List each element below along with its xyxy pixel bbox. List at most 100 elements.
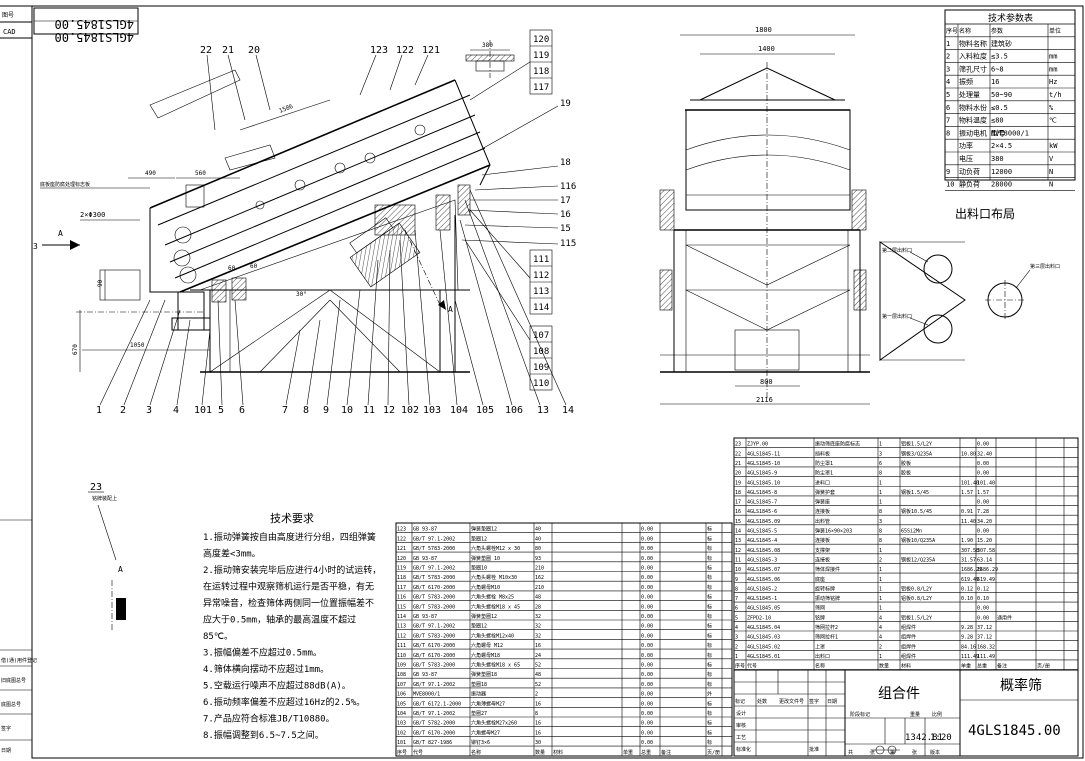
- dim-60a: 60: [228, 265, 236, 272]
- bom-header: 备注: [997, 663, 1007, 670]
- bom-header: 代号: [413, 749, 423, 756]
- bom-cell: 0.00: [977, 471, 989, 477]
- bom-cell: 弹簧护套: [815, 489, 835, 496]
- tech-req-line: 2.振动筛安装完毕后应进行4小时的试运转，: [203, 564, 381, 576]
- bom-cell: 钢板10/Q235A: [901, 537, 935, 544]
- bom-cell: 101.40: [977, 480, 995, 486]
- tech-params-cell: 3: [946, 65, 950, 73]
- bom-cell: 21: [735, 461, 741, 467]
- bom-cell: 六角头螺栓M12 x 30: [471, 545, 520, 552]
- bom-cell: 铆钉3×6: [471, 739, 490, 746]
- callout-r-114: 114: [533, 303, 549, 313]
- bom-cell: GB/T 5783-2000: [413, 595, 455, 601]
- bom-cell: 17: [735, 500, 741, 506]
- bom-cell: 0.00: [641, 643, 653, 649]
- tb-label-scale: 比例: [932, 711, 942, 718]
- bom-cell: 0.00: [641, 546, 653, 552]
- tech-requirements: 技术要求 1.振动弹簧按自由高度进行分组，四组弹簧高度差<3mm。2.振动筛安装…: [203, 512, 381, 741]
- bom-cell: 0.00: [641, 595, 653, 601]
- bom-cell: 出料管: [815, 518, 830, 525]
- bom-cell: 标: [707, 652, 712, 659]
- bom-cell: 16: [535, 643, 541, 649]
- tb-label-count: 处数: [757, 698, 767, 705]
- bom-cell: 123: [397, 527, 406, 533]
- detail-23-number: 23: [90, 482, 102, 493]
- bom-cell: 振动器: [471, 691, 486, 698]
- tech-req-line: 异常噪音，检查筛体两侧同一位置振幅差不: [203, 597, 374, 609]
- tech-params-cell: 8: [946, 129, 950, 137]
- bom-cell: 5: [735, 615, 738, 621]
- outlet-label-2: 第二层出料口: [882, 247, 912, 254]
- bom-cell: 振动筛底座防腐标志: [815, 441, 860, 448]
- bom-cell: 9: [735, 577, 738, 583]
- bom-cell: 六角头螺栓M27x260: [471, 720, 517, 727]
- tech-params-cell: 1: [946, 40, 950, 48]
- bom-cell: 7.28: [977, 509, 989, 515]
- left-strip-cell-5: 日期: [1, 748, 11, 754]
- bom-cell: 筛网拉杆2: [815, 624, 838, 631]
- frame-cell-drawing-no: 图号: [2, 12, 14, 19]
- bom-cell: 52: [535, 682, 541, 688]
- tech-params-header: 单位: [1049, 27, 1061, 35]
- bom-cell: 1: [879, 654, 882, 660]
- bom-cell: 4: [879, 625, 882, 631]
- bom-cell: 122: [397, 536, 406, 542]
- bom-cell: 8: [535, 711, 538, 717]
- tech-req-line: 应大于0.5mm，轴承的最高温度不超过: [203, 614, 356, 626]
- callout-t-22: 22: [200, 45, 212, 56]
- tech-params-cell: V: [1049, 155, 1054, 163]
- callout-b-8: 8: [303, 405, 309, 416]
- bom-cell: 标: [707, 574, 712, 581]
- dim-560: 560: [195, 170, 206, 177]
- bom-cell: 118: [397, 575, 406, 581]
- bom-cell: 16: [535, 701, 541, 707]
- bom-cell: 铝板0.8/L2Y: [901, 595, 932, 602]
- bom-cell: 6: [735, 606, 738, 612]
- bom-cell: 4GLS1845-2: [747, 586, 777, 592]
- bom-cell: 钢板10.5/45: [901, 508, 932, 515]
- bom-cell: 0.00: [641, 614, 653, 620]
- bom-cell: 4GLS1845.10: [747, 480, 780, 486]
- bom-cell: 六角螺母M10: [471, 584, 500, 591]
- bom-cell: GB 93-87: [413, 527, 437, 533]
- bom-cell: 28: [535, 604, 541, 610]
- callout-s-15: 15: [560, 224, 571, 234]
- bom-cell: 40: [535, 527, 541, 533]
- bom-cell: 铝板0.8/L2Y: [901, 585, 932, 592]
- bom-header: 页/册: [1037, 664, 1050, 670]
- bom-cell: 垫圈12: [471, 535, 487, 542]
- bom-cell: GB/T 6172.1-2000: [413, 701, 461, 707]
- callout-r-107: 107: [533, 331, 549, 341]
- callout-b-101: 101: [194, 405, 212, 416]
- bom-cell: 3: [879, 519, 882, 525]
- bom-cell: 0.91: [961, 509, 973, 515]
- bom-cell: 0.10: [977, 596, 989, 602]
- bom-cell: 210: [535, 566, 544, 572]
- bom-cell: 32.40: [977, 451, 992, 457]
- bom-cell: 1: [879, 606, 882, 612]
- bom-cell: 101: [397, 740, 406, 746]
- tb-label-weight: 重量: [910, 711, 920, 718]
- tb-label-sheet-no: 第: [890, 749, 895, 756]
- bom-header: 总重: [977, 663, 987, 670]
- bom-cell: 4GLS1845-7: [747, 500, 777, 506]
- bom-cell: 10: [735, 567, 741, 573]
- stamp-code-upper: 4GLS1845.00: [55, 17, 134, 31]
- bom-cell: 4: [879, 615, 882, 621]
- bom-cell: 旋转标牌: [815, 585, 835, 592]
- tech-params-cell: 9: [946, 168, 950, 176]
- bom-cell: ZJYP.00: [747, 442, 768, 448]
- outlet-label-3: 第三层出料口: [1030, 263, 1060, 270]
- bom-cell: 4GLS1845-9: [747, 471, 777, 477]
- tb-label-check: 审核: [736, 722, 746, 729]
- callout-b-3: 3: [146, 405, 152, 416]
- bom-cell: 4GLS1845.06: [747, 577, 780, 583]
- bom-cell: MVE8000/1: [413, 692, 440, 698]
- bom-cell: 0.00: [641, 711, 653, 717]
- bom-cell: GB/T 5783-2000: [413, 663, 455, 669]
- bom-cell: 标: [707, 720, 712, 727]
- bom-cell: 63.14: [977, 557, 992, 563]
- callout-r-110: 110: [533, 379, 549, 389]
- callout-b-4: 4: [173, 405, 179, 416]
- bom-cell: 2: [879, 557, 882, 563]
